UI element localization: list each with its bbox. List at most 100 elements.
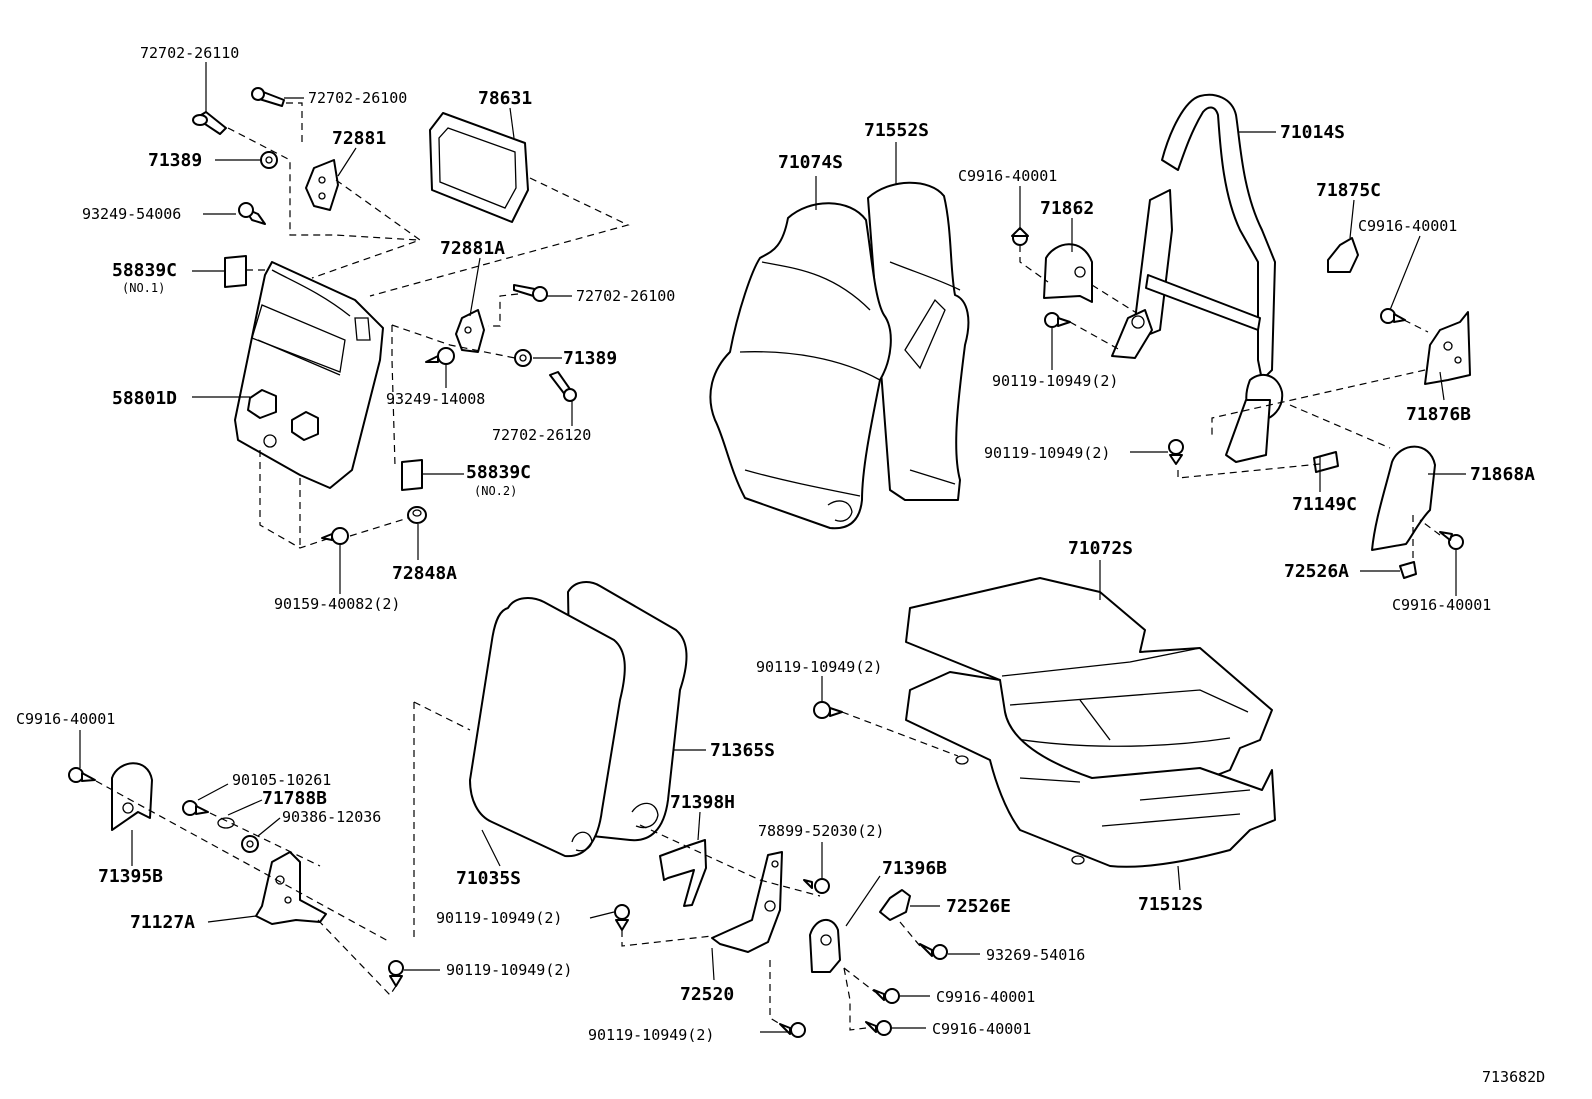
label-90119-a: 90119-10949(2) bbox=[992, 372, 1118, 390]
bracket-72526e bbox=[879, 889, 911, 921]
bracket-72520 bbox=[711, 851, 783, 953]
seatback-board-58801d bbox=[234, 261, 384, 489]
bolt-90119-d bbox=[388, 960, 404, 987]
label-72881: 72881 bbox=[332, 128, 386, 149]
nut-71389-a bbox=[260, 151, 278, 169]
label-58801d: 58801D bbox=[112, 388, 177, 409]
label-c9916-b: C9916-40001 bbox=[1358, 217, 1457, 235]
seat-cushion-pad-71512s bbox=[905, 671, 1276, 868]
screw-93249-54006 bbox=[238, 202, 266, 225]
label-71552s: 71552S bbox=[864, 120, 929, 141]
rear-seat-back-cover-71035s bbox=[469, 597, 626, 858]
nut-71389-b bbox=[514, 349, 532, 367]
screw-c9916-a bbox=[1011, 227, 1029, 246]
seat-back-frame-71014s bbox=[1111, 93, 1284, 463]
oring-71788b bbox=[217, 817, 235, 829]
label-72702-26100-b: 72702-26100 bbox=[576, 287, 675, 305]
screw-90159-40082 bbox=[321, 527, 349, 545]
screw-c9916-b bbox=[1380, 308, 1406, 324]
bolt-90119-a bbox=[1044, 312, 1071, 328]
screw-c9916-d bbox=[68, 767, 96, 783]
label-58839c-1-sub: (NO.1) bbox=[122, 281, 165, 295]
bolt-90119-f bbox=[779, 1022, 806, 1038]
screw-c9916-c bbox=[1439, 531, 1464, 550]
label-71365s: 71365S bbox=[710, 740, 775, 761]
label-72702-26100-a: 72702-26100 bbox=[308, 89, 407, 107]
label-72702-26120: 72702-26120 bbox=[492, 426, 591, 444]
label-72526a: 72526A bbox=[1284, 561, 1349, 582]
headrest-78631 bbox=[429, 112, 529, 223]
label-72881a: 72881A bbox=[440, 238, 505, 259]
hinge-72881 bbox=[305, 159, 339, 211]
label-93249-54006: 93249-54006 bbox=[82, 205, 181, 223]
label-58839c-2: 58839C bbox=[466, 462, 531, 483]
label-78631: 78631 bbox=[478, 88, 532, 109]
label-90159-40082: 90159-40082(2) bbox=[274, 595, 400, 613]
label-71395b: 71395B bbox=[98, 866, 163, 887]
label-71862: 71862 bbox=[1040, 198, 1094, 219]
part-labels: 72702-26110 72702-26100 78631 72881 7138… bbox=[16, 44, 1545, 1086]
label-90119-c: 90119-10949(2) bbox=[756, 658, 882, 676]
label-72702-26110: 72702-26110 bbox=[140, 44, 239, 62]
hinge-71398h bbox=[659, 839, 707, 907]
label-c9916-e: C9916-40001 bbox=[936, 988, 1035, 1006]
bolt-78899-52030 bbox=[803, 878, 830, 894]
leader-lines bbox=[79, 62, 1466, 1033]
bolt-72702-26100-b bbox=[513, 284, 548, 302]
cover-71868a bbox=[1371, 445, 1436, 551]
label-c9916-d: C9916-40001 bbox=[16, 710, 115, 728]
seat-back-cover-71074s bbox=[709, 202, 892, 530]
cap-72526a bbox=[1399, 561, 1417, 579]
screw-c9916-f bbox=[865, 1020, 892, 1036]
label-72848a: 72848A bbox=[392, 563, 457, 584]
screw-93269-54016 bbox=[919, 943, 948, 960]
bolt-90119-c bbox=[813, 701, 843, 719]
bolt-72702-26110 bbox=[192, 111, 227, 135]
bolt-90105-10261 bbox=[182, 800, 209, 816]
label-90119-b: 90119-10949(2) bbox=[984, 444, 1110, 462]
label-71389-b: 71389 bbox=[563, 348, 617, 369]
label-90119-f: 90119-10949(2) bbox=[588, 1026, 714, 1044]
bracket-71862 bbox=[1043, 243, 1093, 303]
label-93249-14008: 93249-14008 bbox=[386, 390, 485, 408]
label-72520: 72520 bbox=[680, 984, 734, 1005]
bracket-71876b bbox=[1424, 311, 1471, 385]
label-71389-a: 71389 bbox=[148, 150, 202, 171]
label-71149c: 71149C bbox=[1292, 494, 1357, 515]
nut-90386-12036 bbox=[241, 835, 259, 853]
label-71875c: 71875C bbox=[1316, 180, 1381, 201]
clip-58839c-no2 bbox=[401, 459, 423, 491]
label-71127a: 71127A bbox=[130, 912, 195, 933]
label-72526e: 72526E bbox=[946, 896, 1011, 917]
label-58839c-2-sub: (NO.2) bbox=[474, 484, 517, 498]
label-71788b: 71788B bbox=[262, 788, 327, 809]
label-71072s: 71072S bbox=[1068, 538, 1133, 559]
bolt-72702-26100-a bbox=[251, 87, 285, 107]
bolt-72702-26120 bbox=[549, 371, 577, 402]
label-93269-54016: 93269-54016 bbox=[986, 946, 1085, 964]
seat-back-pad-71552s bbox=[867, 181, 970, 501]
label-71074s: 71074S bbox=[778, 152, 843, 173]
label-c9916-f: C9916-40001 bbox=[932, 1020, 1031, 1038]
label-71398h: 71398H bbox=[670, 792, 735, 813]
bolt-90119-e bbox=[614, 904, 630, 931]
label-c9916-a: C9916-40001 bbox=[958, 167, 1057, 185]
hinge-71396b bbox=[809, 919, 841, 973]
bushing-72848a bbox=[407, 506, 427, 524]
label-90119-e: 90119-10949(2) bbox=[436, 909, 562, 927]
label-71868a: 71868A bbox=[1470, 464, 1535, 485]
label-90386-12036: 90386-12036 bbox=[282, 808, 381, 826]
label-71512s: 71512S bbox=[1138, 894, 1203, 915]
cover-71395b bbox=[111, 762, 153, 831]
label-71035s: 71035S bbox=[456, 868, 521, 889]
label-78899-52030: 78899-52030(2) bbox=[758, 822, 884, 840]
clip-71149c bbox=[1313, 451, 1339, 473]
label-90105-10261: 90105-10261 bbox=[232, 771, 331, 789]
label-71396b: 71396B bbox=[882, 858, 947, 879]
screw-93249-14008 bbox=[425, 347, 455, 365]
label-58839c-1: 58839C bbox=[112, 260, 177, 281]
label-90119-d: 90119-10949(2) bbox=[446, 961, 572, 979]
clip-58839c-no1 bbox=[224, 255, 247, 288]
screw-c9916-e bbox=[873, 988, 900, 1004]
bracket-71875c bbox=[1327, 237, 1359, 273]
